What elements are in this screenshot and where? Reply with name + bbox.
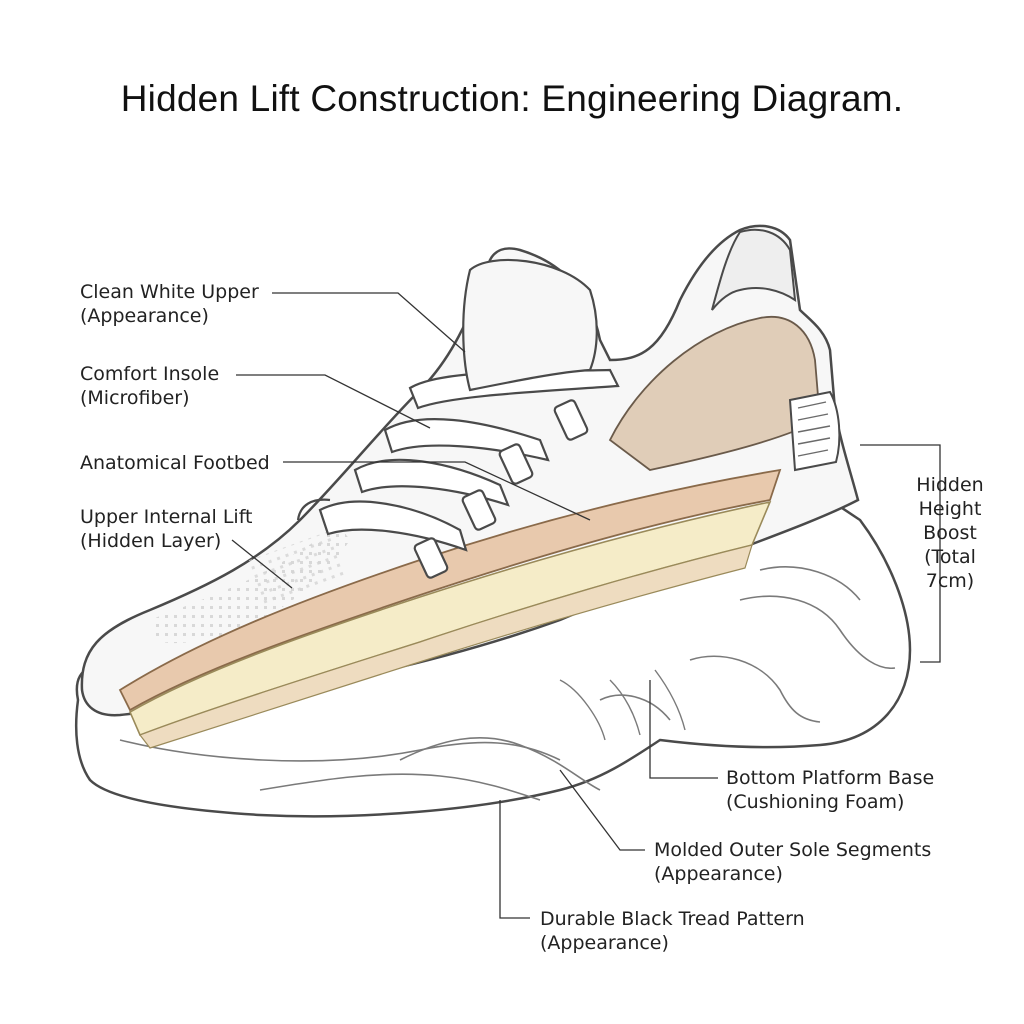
- sole-sculpt-line: [739, 595, 896, 670]
- sole-sculpt-line: [399, 736, 601, 791]
- label-durable-tread: Durable Black Tread Pattern (Appearance): [540, 908, 805, 954]
- heel-collar: [711, 228, 797, 311]
- footbed-lower-band: [139, 544, 753, 749]
- leader-internal-lift: [231, 539, 293, 589]
- sole-sculpt-line: [559, 679, 606, 741]
- heel-tab: [788, 390, 841, 472]
- sole-sculpt-line: [119, 739, 561, 762]
- comfort-insole: [608, 316, 821, 471]
- label-hidden-height-boost: Hidden Height Boost (Total 7cm): [916, 474, 984, 592]
- anatomical-footbed: [118, 468, 782, 712]
- sole-sculpt-line: [654, 669, 686, 731]
- label-clean-white-upper: Clean White Upper (Appearance): [80, 281, 259, 327]
- label-upper-internal-lift: Upper Internal Lift (Hidden Layer): [80, 506, 253, 552]
- page-title: Hidden Lift Construction: Engineering Di…: [120, 78, 904, 119]
- leader-insole: [236, 374, 431, 429]
- leader-lines: [231, 292, 941, 919]
- sole-sculpt-line: [689, 655, 821, 723]
- leader-footbed: [283, 461, 591, 521]
- label-molded-outer-sole: Molded Outer Sole Segments (Appearance): [654, 839, 932, 885]
- vamp-mesh: [244, 531, 346, 609]
- sole-sculpt-line: [599, 694, 671, 721]
- leader-outer-sole: [559, 769, 645, 851]
- sole-sculpt-line: [609, 679, 641, 736]
- leader-height-boost: [860, 444, 941, 663]
- sole-sculpt-line: [759, 566, 861, 601]
- leader-upper: [272, 292, 466, 353]
- laces: [296, 368, 620, 579]
- leader-tread: [499, 800, 530, 919]
- label-comfort-insole: Comfort Insole (Microfiber): [80, 363, 220, 409]
- leader-platform: [649, 680, 718, 779]
- sole-sculpt-line: [259, 773, 541, 801]
- label-bottom-platform-base: Bottom Platform Base (Cushioning Foam): [726, 767, 935, 813]
- tongue: [462, 258, 598, 392]
- label-anatomical-footbed: Anatomical Footbed: [80, 452, 270, 474]
